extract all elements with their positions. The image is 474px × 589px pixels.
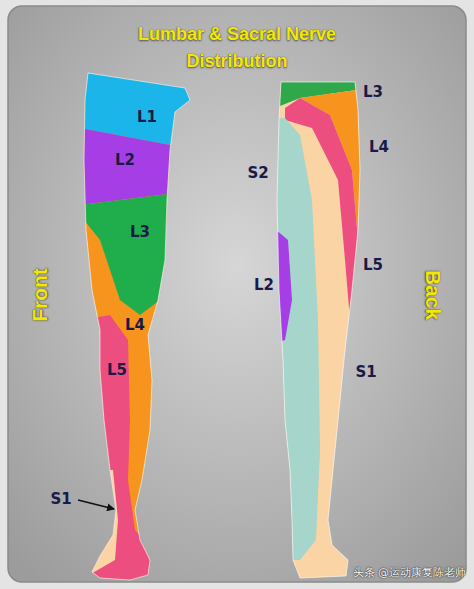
front-leg-outline (84, 73, 190, 580)
back-leg (260, 60, 390, 589)
dermatome-label: L4 (369, 138, 389, 156)
dermatome-label: L3 (363, 83, 383, 101)
leader-arrow (78, 500, 114, 509)
dermatome-label: L4 (125, 316, 145, 334)
dermatome-label: L2 (115, 151, 135, 169)
title: Lumbar & Sacral Nerve Distribution (137, 21, 337, 75)
front-leg (70, 60, 210, 589)
dermatome-label: L3 (130, 223, 150, 241)
dermatome-label: L1 (137, 108, 157, 126)
dermatome-label: S1 (355, 363, 376, 381)
dermatome-label: S1 (50, 490, 71, 508)
view-label: Back (421, 270, 445, 320)
watermark: 头条 @运动康复陈老师 (353, 565, 467, 580)
view-label: Front (28, 268, 52, 322)
dermatome-label: L5 (363, 256, 383, 274)
dermatome-label: S2 (247, 164, 268, 182)
dermatome-label: L2 (254, 276, 274, 294)
dermatome-label: L5 (107, 361, 127, 379)
panel (8, 6, 466, 582)
back-leg-outline (277, 82, 360, 578)
